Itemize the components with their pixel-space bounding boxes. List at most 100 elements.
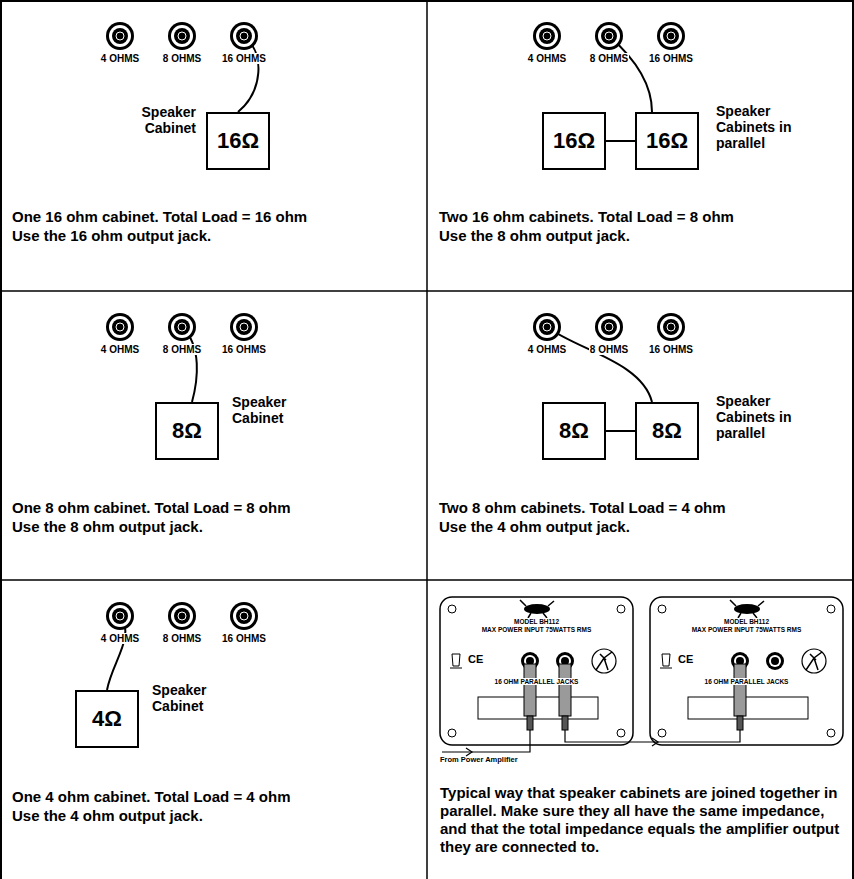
output-jack bbox=[667, 32, 675, 40]
cable-end bbox=[608, 35, 611, 38]
flow-arrow bbox=[652, 738, 658, 746]
output-jack bbox=[536, 316, 558, 338]
jack-label: 8 OHMS bbox=[162, 344, 202, 355]
output-jack bbox=[667, 323, 675, 331]
frame-line bbox=[852, 0, 854, 879]
output-jack bbox=[660, 25, 682, 47]
output-jack bbox=[660, 316, 682, 338]
output-jack bbox=[657, 313, 685, 341]
output-jack bbox=[174, 608, 190, 624]
jack-label: 4 OHMS bbox=[90, 344, 150, 356]
output-jack bbox=[230, 22, 258, 50]
impedance-value: 4Ω bbox=[92, 706, 122, 732]
jack-label: 16 OHMS bbox=[214, 53, 274, 65]
ce-mark: CE bbox=[678, 653, 693, 666]
plug bbox=[524, 664, 746, 730]
jack-label: 4 OHMS bbox=[100, 344, 140, 355]
impedance-value: 8Ω bbox=[559, 418, 589, 444]
cable-end bbox=[546, 326, 549, 329]
jack-label: 8 OHMS bbox=[162, 633, 202, 644]
output-jack bbox=[601, 319, 617, 335]
output-jack bbox=[236, 319, 252, 335]
speaker-cabinet: 16Ω bbox=[635, 112, 699, 170]
output-jack bbox=[543, 323, 551, 331]
output-jack bbox=[230, 602, 258, 630]
output-jack bbox=[533, 313, 561, 341]
plug bbox=[737, 716, 743, 730]
output-jack bbox=[112, 28, 128, 44]
output-jack bbox=[112, 608, 128, 624]
jack-label: 8 OHMS bbox=[162, 53, 202, 64]
impedance-value: 8Ω bbox=[652, 418, 682, 444]
output-jack bbox=[171, 605, 193, 627]
caption-line: One 8 ohm cabinet. Total Load = 8 ohm bbox=[12, 499, 291, 516]
output-jack bbox=[116, 32, 124, 40]
output-jack bbox=[171, 25, 193, 47]
jack-label: 16 OHMS bbox=[648, 53, 694, 64]
output-jack bbox=[109, 25, 131, 47]
plug bbox=[562, 716, 568, 730]
plug bbox=[527, 716, 533, 730]
impedance-value: 16Ω bbox=[217, 128, 259, 154]
jack-label: 16 OHMS bbox=[221, 53, 267, 64]
cabinet-label: Speaker Cabinet bbox=[118, 104, 196, 136]
output-jack bbox=[533, 22, 561, 50]
caption: Typical way that speaker cabinets are jo… bbox=[440, 784, 845, 856]
plate-text: MODEL BH112 bbox=[440, 618, 633, 625]
output-jack bbox=[595, 313, 623, 341]
jack-label: 16 OHMS bbox=[214, 344, 274, 356]
jack-label: 16 OHMS bbox=[641, 344, 701, 356]
jack-label: 16 OHMS bbox=[214, 633, 274, 645]
cabinet-label: Speaker Cabinet bbox=[232, 394, 312, 426]
jack-label: 4 OHMS bbox=[90, 633, 150, 645]
plate-text: MAX POWER INPUT 75WATTS RMS bbox=[692, 626, 802, 633]
output-jack bbox=[598, 316, 620, 338]
plate-text: 16 OHM PARALLEL JACKS bbox=[705, 678, 789, 685]
caption-line: One 4 ohm cabinet. Total Load = 4 ohm bbox=[12, 788, 291, 805]
plate-text: MAX POWER INPUT 75WATTS RMS bbox=[440, 626, 633, 633]
output-jack bbox=[598, 25, 620, 47]
output-jack bbox=[236, 28, 252, 44]
plate-text: MODEL BH112 bbox=[514, 618, 559, 625]
frame-line bbox=[0, 579, 854, 581]
frame-line bbox=[0, 0, 2, 879]
frame-line bbox=[0, 290, 854, 292]
cable-end bbox=[243, 35, 246, 38]
plate-text: MODEL BH112 bbox=[650, 618, 843, 625]
output-jack bbox=[109, 605, 131, 627]
output-jack bbox=[112, 319, 128, 335]
output-jack bbox=[168, 22, 196, 50]
impedance-value: 16Ω bbox=[646, 128, 688, 154]
output-jack bbox=[171, 316, 193, 338]
output-jack bbox=[240, 612, 248, 620]
cable bbox=[565, 730, 740, 742]
cabinet-back bbox=[440, 597, 633, 745]
output-jack bbox=[230, 313, 258, 341]
caption-line: Use the 4 ohm output jack. bbox=[439, 518, 630, 535]
cabinet-label: Speaker Cabinet bbox=[152, 682, 232, 714]
jack-label: 4 OHMS bbox=[90, 53, 150, 65]
output-jack bbox=[539, 319, 555, 335]
cabinet-label: Speaker Cabinets in parallel bbox=[716, 103, 816, 151]
plate-text: 16 OHM PARALLEL JACKS bbox=[440, 678, 633, 685]
caption-line: Use the 16 ohm output jack. bbox=[12, 227, 211, 244]
cable bbox=[442, 730, 530, 752]
frame-line bbox=[426, 0, 428, 879]
speaker-cabinet: 8Ω bbox=[635, 402, 699, 460]
output-jack bbox=[106, 313, 134, 341]
jack-label: 16 OHMS bbox=[221, 633, 267, 644]
plate-text: MODEL BH112 bbox=[724, 618, 769, 625]
caption-line: Use the 8 ohm output jack. bbox=[439, 227, 630, 244]
jack-label: 8 OHMS bbox=[152, 633, 212, 645]
plate-text: 16 OHM PARALLEL JACKS bbox=[650, 678, 843, 685]
source-label: From Power Amplifier bbox=[440, 756, 518, 765]
cabinet-back bbox=[650, 597, 843, 745]
jack-label: 4 OHMS bbox=[527, 344, 567, 355]
caption-line: Use the 8 ohm output jack. bbox=[12, 518, 203, 535]
output-jack bbox=[174, 319, 190, 335]
jack-label: 8 OHMS bbox=[579, 344, 639, 356]
output-jack bbox=[605, 323, 613, 331]
output-jack bbox=[178, 612, 186, 620]
jack-label: 4 OHMS bbox=[100, 53, 140, 64]
plug bbox=[559, 664, 571, 716]
